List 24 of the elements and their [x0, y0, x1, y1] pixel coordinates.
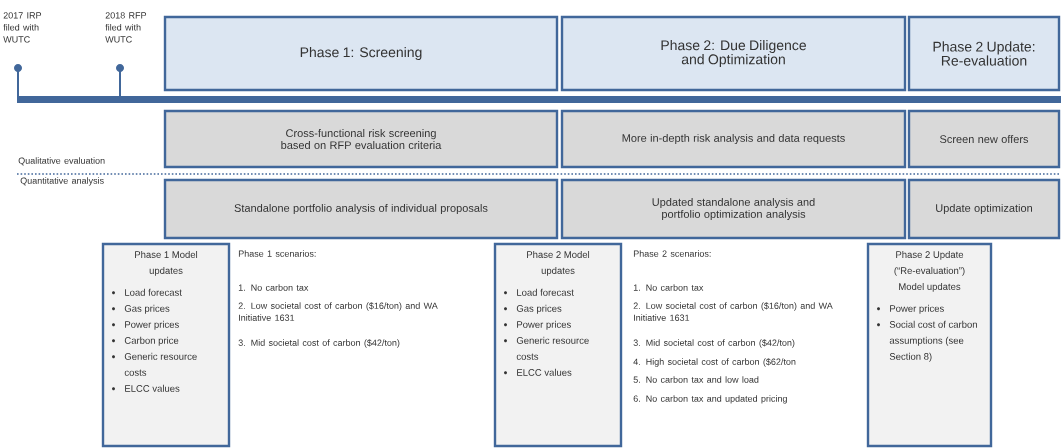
- scenario-item: 5. No carbon tax and low load: [633, 376, 759, 383]
- scenario-heading: Phase 2 scenarios:: [633, 250, 711, 257]
- model-update-box: Phase 2 Model updates Load forecast Gas prices Power prices Generic resource costs ELCC values: [493, 242, 623, 448]
- phase-header-box: Phase 2 Update: Re-evaluation: [907, 15, 1061, 92]
- activity-box: Cross-functional risk screening based on RFP evaluation criteria: [163, 109, 559, 169]
- milestone-label: 2017 IRP filed with WUTC: [3, 12, 42, 43]
- scenario-item: 3. Mid societal cost of carbon ($42/ton): [633, 339, 795, 348]
- scenario-item: 6. No carbon tax and updated pricing: [633, 395, 787, 404]
- model-update-box: Phase 2 Update (“Re-evaluation”) Model updates Power prices Social cost of carbon assumptions (see Section 8): [866, 242, 993, 448]
- scenario-heading: Phase 1 scenarios:: [238, 250, 316, 257]
- milestone-label: 2018 RFP filed with WUTC: [105, 12, 147, 43]
- scenario-item: 2. Low societal cost of carbon ($16/ton) and WA Initiative 1631: [238, 302, 438, 321]
- scenario-item: 1. No carbon tax: [633, 284, 704, 291]
- scenario-item: 2. Low societal cost of carbon ($16/ton) and WA Initiative 1631: [633, 302, 833, 321]
- axis-label: Quantitative analysis: [20, 177, 104, 186]
- model-update-box: Phase 1 Model updates Load forecast Gas prices Power prices Carbon price Generic resource costs ELCC values: [101, 242, 231, 448]
- scenario-item: 4. High societal cost of carbon ($62/ton: [633, 358, 796, 367]
- scenario-item: 1. No carbon tax: [238, 284, 309, 291]
- axis-label: Qualitative evaluation: [18, 157, 105, 166]
- scenario-item: 3. Mid societal cost of carbon ($42/ton): [238, 339, 400, 348]
- activity-box: Update optimization: [907, 178, 1061, 240]
- phase-header-box: Phase 1: Screening: [163, 15, 559, 92]
- activity-box: Standalone portfolio analysis of individual proposals: [163, 178, 559, 240]
- activity-box: Screen new offers: [907, 109, 1061, 169]
